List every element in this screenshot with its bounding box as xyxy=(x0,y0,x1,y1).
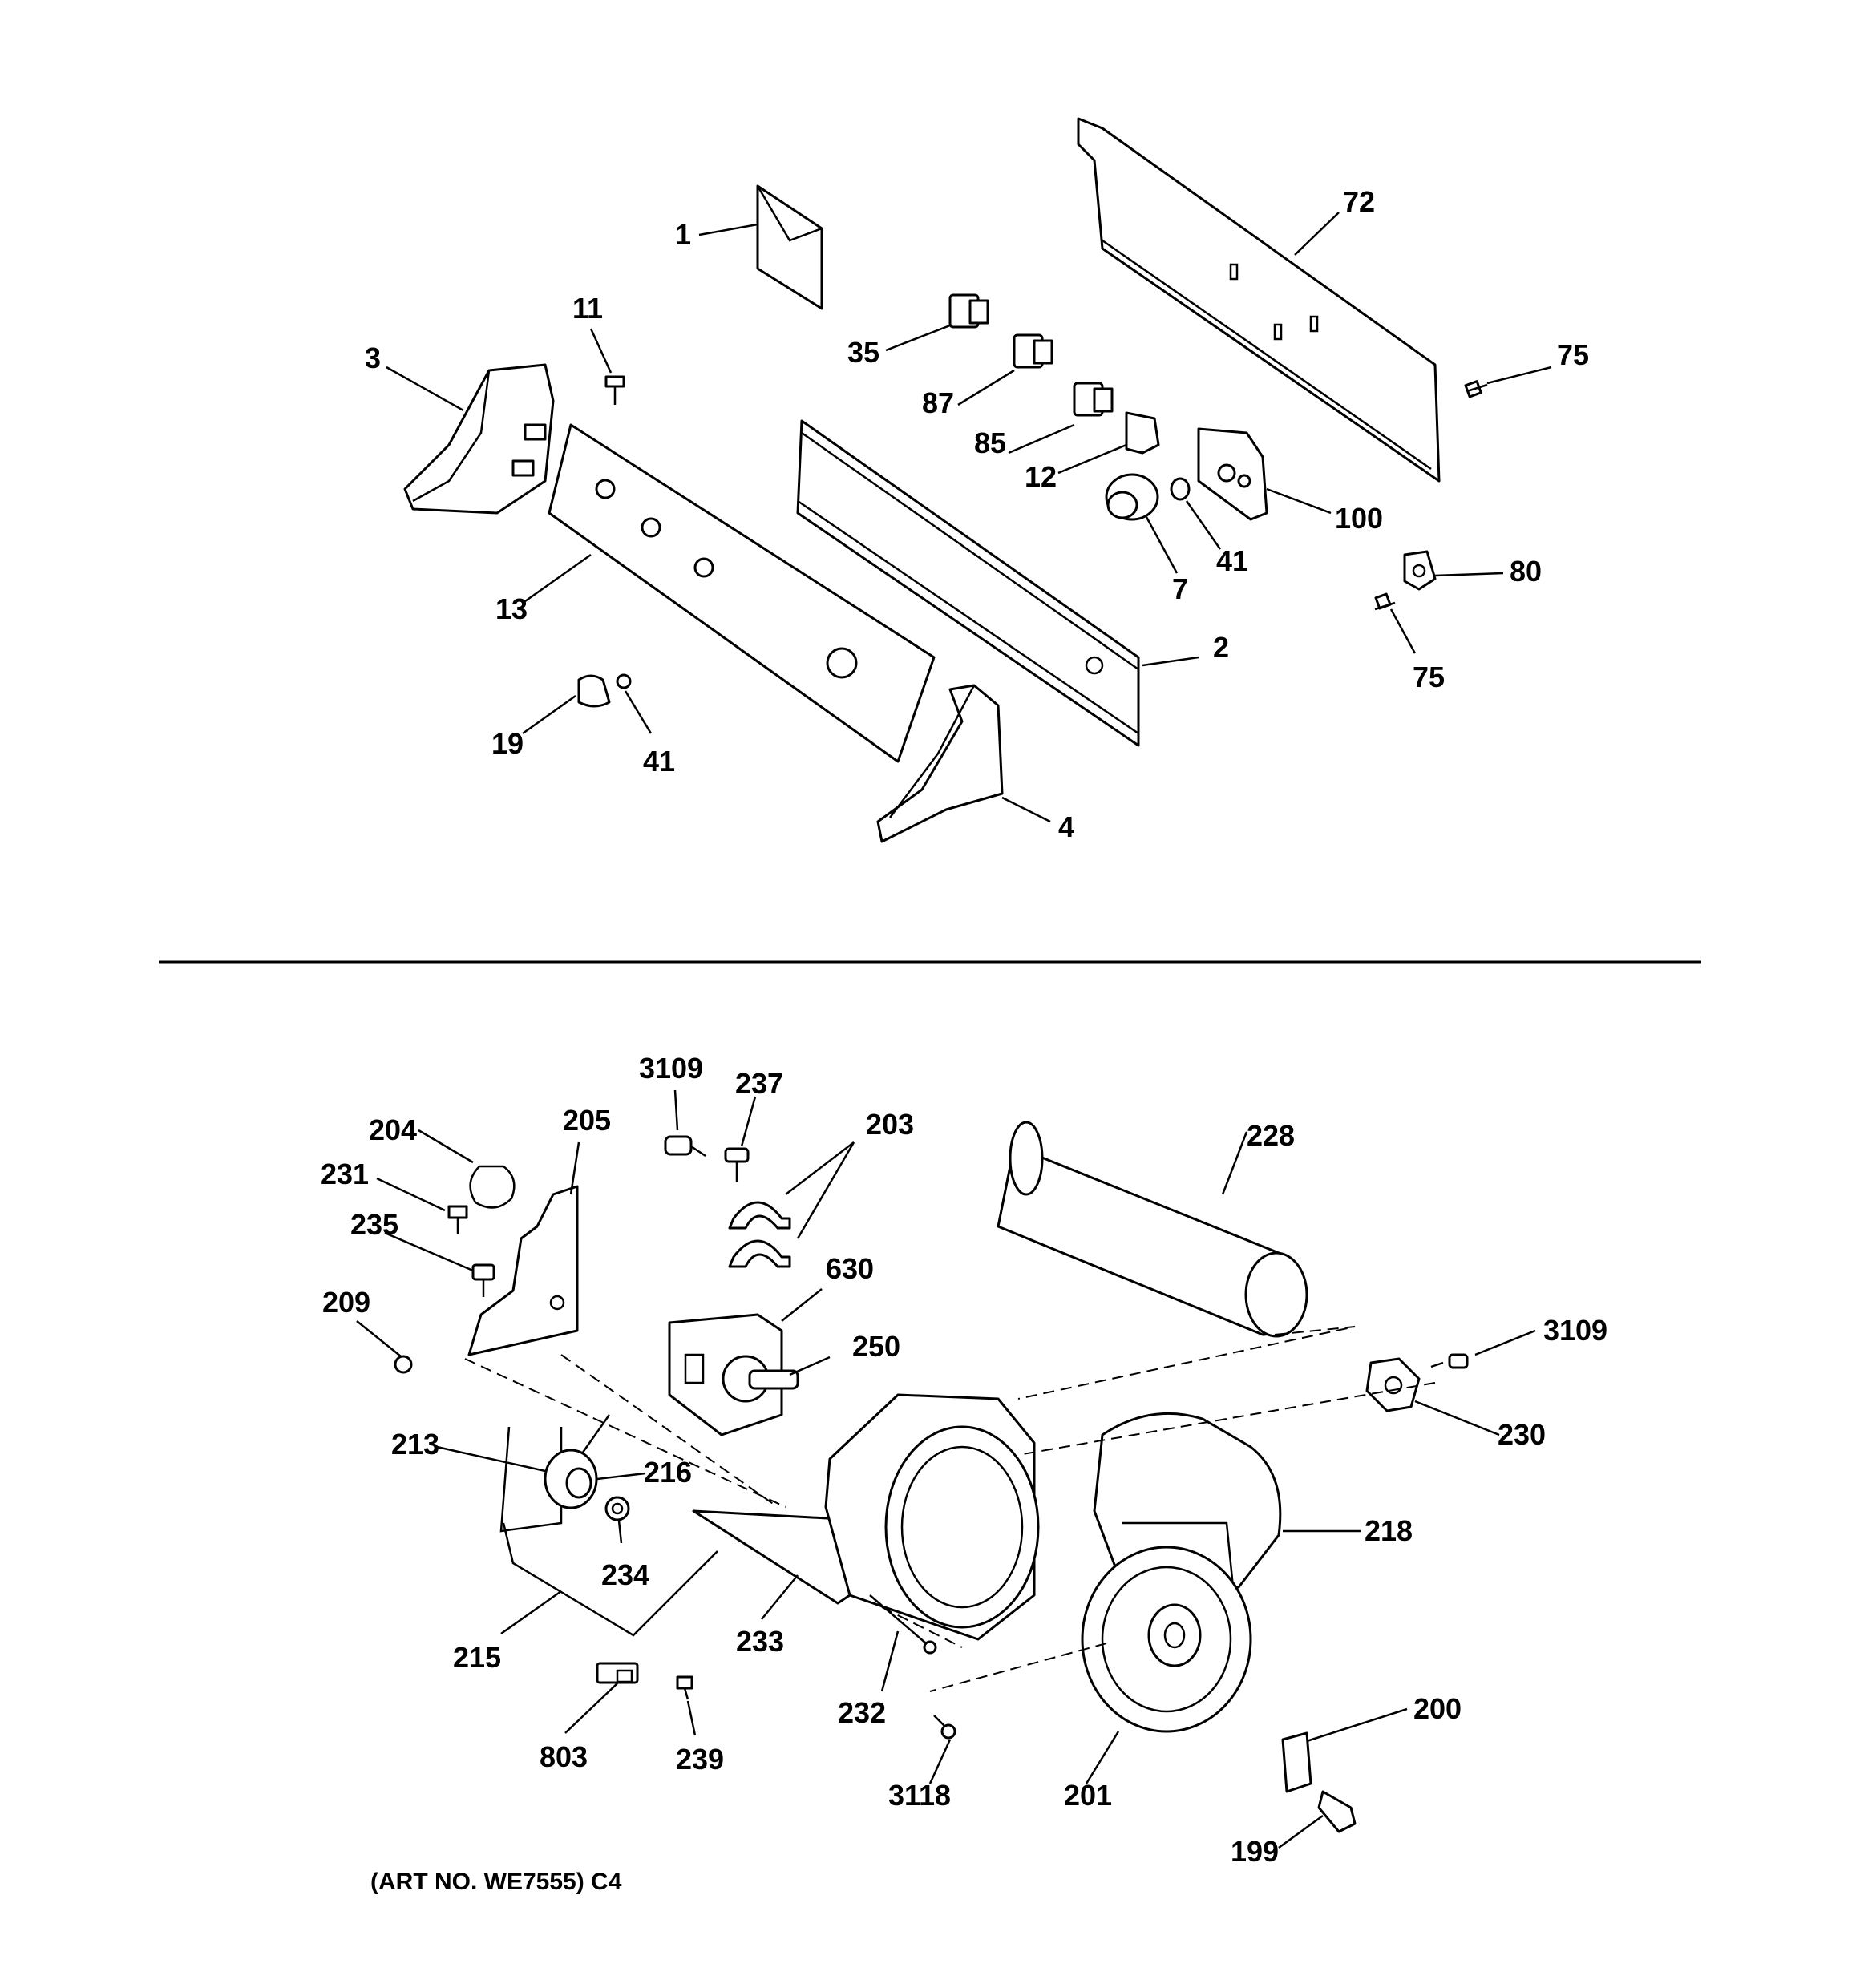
callout-803: 803 xyxy=(539,1740,588,1773)
callout-230: 230 xyxy=(1497,1418,1547,1451)
part-bracket-12 xyxy=(1125,411,1160,455)
part-endcap-right xyxy=(876,684,1004,843)
part-screw-75-a xyxy=(1464,380,1488,398)
part-knob-19 xyxy=(577,674,611,708)
callout-239: 239 xyxy=(675,1743,725,1776)
part-screw-237 xyxy=(724,1147,750,1182)
leaders-lower xyxy=(356,1089,1536,1849)
callout-237: 237 xyxy=(734,1067,784,1100)
part-motor-strap-b xyxy=(728,1239,791,1268)
callout-201: 201 xyxy=(1063,1779,1113,1812)
part-screw-3109-b xyxy=(1430,1353,1469,1369)
callout-199: 199 xyxy=(1230,1835,1280,1868)
part-switch-35 xyxy=(948,293,989,329)
part-bracket-80 xyxy=(1403,550,1437,591)
callout-233: 233 xyxy=(735,1625,785,1658)
callout-213: 213 xyxy=(390,1428,440,1461)
callout-87: 87 xyxy=(921,386,955,419)
part-screw-3109-a xyxy=(664,1135,706,1158)
part-screw-231 xyxy=(447,1205,468,1234)
callout-250: 250 xyxy=(851,1330,901,1363)
part-switch-87 xyxy=(1013,333,1053,369)
part-vent-duct xyxy=(997,1121,1308,1338)
callout-228: 228 xyxy=(1246,1119,1296,1152)
part-motor-shaft xyxy=(748,1369,799,1390)
part-panel-support xyxy=(796,419,1140,747)
callout-13: 13 xyxy=(495,592,528,625)
callout-3: 3 xyxy=(364,341,382,374)
part-plate-200 xyxy=(1281,1731,1312,1793)
callout-75-bottom: 75 xyxy=(1412,661,1446,693)
part-blower-base xyxy=(692,1509,851,1605)
part-bracket-205 xyxy=(467,1185,579,1356)
part-knob-7 xyxy=(1105,473,1159,521)
callout-3109-top: 3109 xyxy=(638,1052,704,1085)
part-backsplash-panel xyxy=(1077,117,1441,483)
part-bolt-199 xyxy=(1317,1790,1357,1833)
callout-72: 72 xyxy=(1342,185,1376,218)
callout-204: 204 xyxy=(368,1113,418,1146)
part-blower-wheel xyxy=(1081,1546,1252,1733)
part-clamp-204 xyxy=(469,1165,516,1209)
callout-4: 4 xyxy=(1057,810,1075,843)
callout-630: 630 xyxy=(825,1252,875,1285)
part-motor xyxy=(668,1313,783,1436)
part-instruction-envelope xyxy=(756,184,823,310)
part-bracket-230 xyxy=(1365,1357,1421,1412)
part-blower-scroll xyxy=(1093,1412,1282,1604)
part-rod-232 xyxy=(869,1594,937,1655)
part-endcap-left xyxy=(403,363,555,515)
callout-41-top: 41 xyxy=(1215,544,1249,577)
callout-75-top: 75 xyxy=(1556,338,1590,371)
leaders-upper xyxy=(386,212,1552,823)
callout-205: 205 xyxy=(562,1104,612,1137)
callout-216: 216 xyxy=(643,1456,693,1489)
callout-100: 100 xyxy=(1334,502,1384,535)
callout-234: 234 xyxy=(600,1558,650,1591)
part-nut-209 xyxy=(394,1355,413,1374)
callout-85: 85 xyxy=(973,426,1007,459)
callout-215: 215 xyxy=(452,1641,502,1674)
callout-11: 11 xyxy=(572,292,604,325)
callout-3109-right: 3109 xyxy=(1543,1314,1608,1347)
callout-200: 200 xyxy=(1413,1692,1462,1725)
callout-232: 232 xyxy=(837,1696,887,1729)
callout-3118: 3118 xyxy=(888,1779,952,1812)
part-clip-41-upper xyxy=(1170,477,1191,501)
callout-2: 2 xyxy=(1212,631,1230,664)
part-screw-235 xyxy=(471,1263,495,1297)
callout-12: 12 xyxy=(1024,460,1057,493)
part-timer xyxy=(1197,427,1268,521)
callout-235: 235 xyxy=(350,1208,399,1241)
callout-1: 1 xyxy=(674,218,692,251)
callout-218: 218 xyxy=(1364,1514,1413,1547)
part-switch-803 xyxy=(596,1662,639,1684)
part-screw-3118 xyxy=(933,1715,956,1740)
part-screw-11 xyxy=(604,375,625,405)
part-blower-housing xyxy=(824,1393,1040,1641)
part-motor-strap-a xyxy=(728,1201,791,1230)
part-nut-234 xyxy=(604,1496,630,1521)
art-number: (ART NO. WE7555) C4 xyxy=(370,1869,622,1895)
part-screw-75-b xyxy=(1374,592,1396,611)
callout-203: 203 xyxy=(865,1108,915,1141)
part-switch-85 xyxy=(1073,382,1114,417)
callout-80: 80 xyxy=(1509,555,1543,588)
callout-41-bottom: 41 xyxy=(642,745,676,778)
callout-19: 19 xyxy=(491,727,524,760)
callout-209: 209 xyxy=(321,1286,371,1319)
part-clip-41-lower xyxy=(616,673,632,689)
construction-lines xyxy=(464,1326,1436,1692)
part-screw-239 xyxy=(676,1675,693,1700)
part-rod-215 xyxy=(502,1522,718,1637)
part-control-panel xyxy=(548,423,936,763)
callout-7: 7 xyxy=(1171,572,1189,605)
callout-35: 35 xyxy=(847,336,880,369)
callout-231: 231 xyxy=(320,1158,370,1190)
part-idler-pulley xyxy=(544,1449,598,1509)
